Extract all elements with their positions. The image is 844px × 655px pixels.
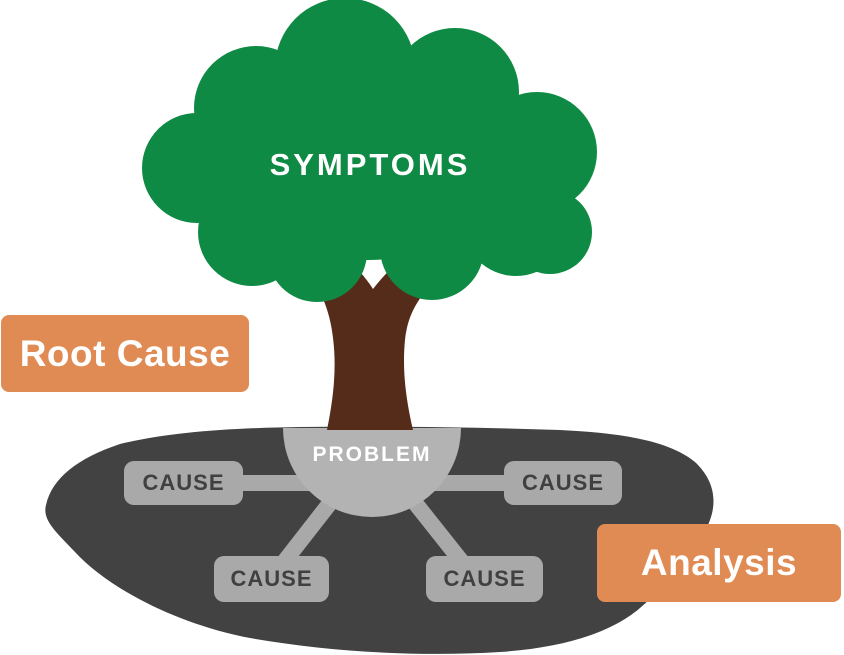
canopy-lobe xyxy=(508,190,592,274)
cause-box-right: CAUSE xyxy=(504,461,622,505)
cause-box-bottom-left: CAUSE xyxy=(214,556,329,602)
connector-bottom-right-icon xyxy=(401,489,469,567)
cause-box-left: CAUSE xyxy=(124,461,243,505)
analysis-tag: Analysis xyxy=(597,524,841,602)
tree-canopy xyxy=(142,0,597,302)
symptoms-label: SYMPTOMS xyxy=(269,147,471,182)
problem-semicircle xyxy=(283,428,461,517)
root-cause-tag: Root Cause xyxy=(1,315,249,392)
cause-box-bottom-right: CAUSE xyxy=(426,556,543,602)
problem-label: PROBLEM xyxy=(312,443,432,466)
canopy-core xyxy=(218,56,518,260)
